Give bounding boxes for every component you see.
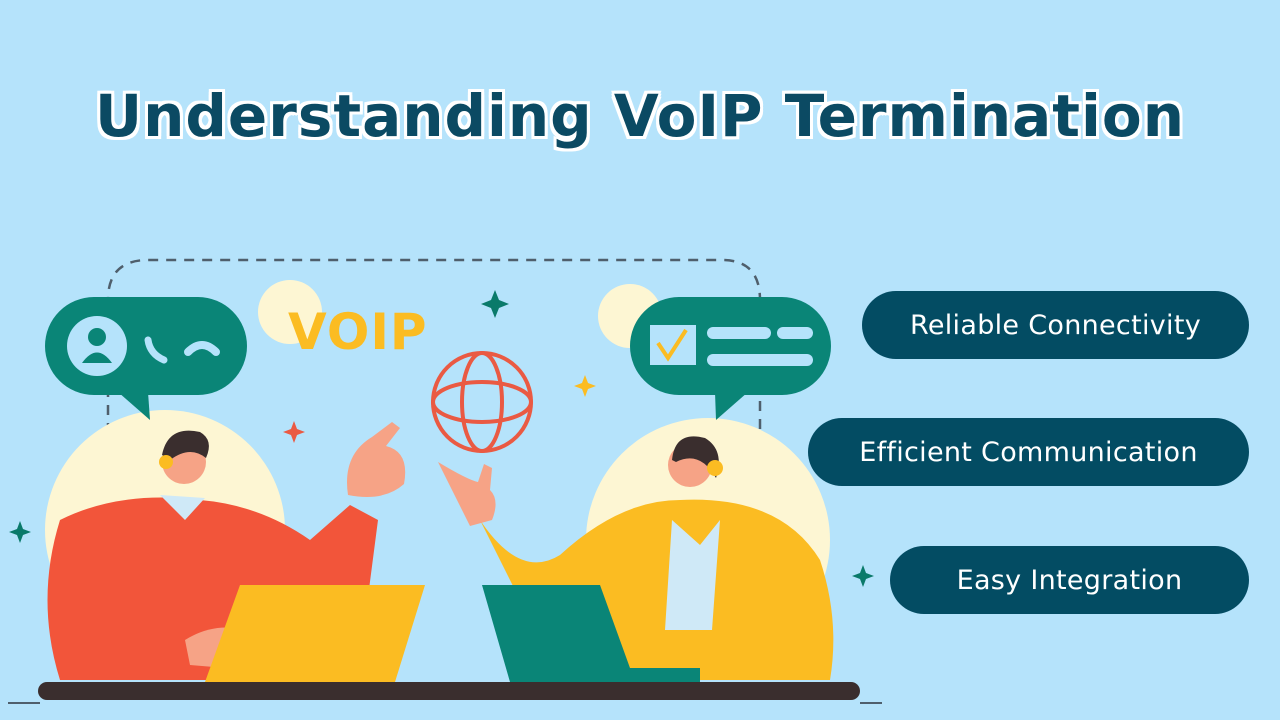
- sparkle-icon: [574, 375, 596, 397]
- desk: [38, 682, 860, 700]
- laptop-left: [205, 585, 425, 682]
- checkbox-icon: [650, 325, 696, 365]
- globe-icon: [431, 351, 533, 453]
- sparkle-icon: [481, 290, 509, 318]
- page-title: Understanding VoIP Termination: [94, 82, 1186, 150]
- feature-easy-integration: Easy Integration: [890, 546, 1249, 614]
- sparkle-icon: [283, 421, 305, 443]
- phone-icon: [144, 336, 168, 364]
- feature-reliable-connectivity: Reliable Connectivity: [862, 291, 1249, 359]
- feature-efficient-communication: Efficient Communication: [808, 418, 1249, 486]
- hang-up-icon: [184, 341, 220, 356]
- call-bubble: [45, 297, 247, 420]
- voip-label: VOIP: [288, 303, 428, 361]
- dashed-connector: [106, 258, 762, 505]
- laptop-right: [482, 585, 700, 682]
- checklist-bubble: [630, 297, 831, 420]
- sparkle-icon: [9, 521, 31, 543]
- sparkle-icon: [852, 565, 874, 587]
